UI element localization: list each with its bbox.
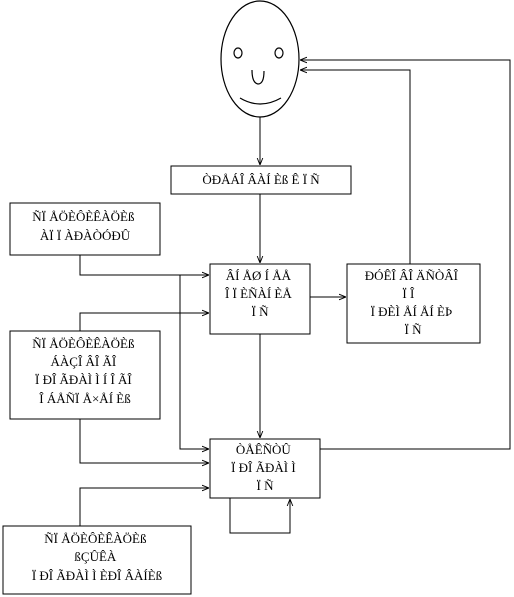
user-guide-box (346, 263, 481, 344)
code-text: ÒÅÊÑÒÛ Ï ÐÎ ÃÐÀÌ Ì Ï Ñ (231, 442, 299, 493)
spec-lang-text: ÑÏ ÅÖÈÔÈÊÀÖÈß ßÇÛÊÀ Ï ÐÎ ÃÐÀÌ Ì ÈÐÎ ÂÀÍÈ… (32, 531, 163, 583)
user-guide-text: ÐÓÊÎ ÂÎ ÄÑÒÂÎ Ï Î Ï ÐÈÌ ÅÍ ÅÍ ÈÞ Ï Ñ (365, 268, 461, 337)
face-outline (220, 0, 300, 118)
arrow-spec-formal-to-code (179, 275, 209, 449)
arrow-spec-algo-to-code (79, 419, 209, 463)
spec-algo-box (9, 330, 161, 420)
arrow-spec-lang-to-code (79, 488, 209, 526)
arrow-spec-algo-to-design (79, 313, 209, 331)
spec-formal-box (9, 202, 161, 256)
left-eye (233, 47, 243, 59)
requirements-text: ÒÐÅÁÎ ÂÀÍ Èß Ê Ï Ñ (202, 172, 320, 187)
spec-algo-text: ÑÏ ÅÖÈÔÈÊÀÖÈß ÁÀÇÎ ÂÎ ÃÎ Ï ÐÎ ÃÐÀÌ Ì Í Î… (32, 336, 137, 406)
mouth (239, 97, 282, 105)
design-text: ÂÍ ÅØ Í ÅÅ Î Ï ÈÑÀÍ ÈÅ Ï Ñ (225, 268, 295, 319)
code-self-loop (229, 498, 290, 534)
nose (251, 69, 265, 85)
spec-lang-box (2, 525, 192, 595)
spec-formal-text: ÑÏ ÅÖÈÔÈÊÀÖÈß ÀÏ Ï ÀÐÀÒÓÐÛ (32, 209, 137, 243)
user-face (220, 0, 300, 118)
requirements-box (170, 165, 352, 195)
right-eye (274, 47, 284, 59)
arrow-guide-to-face (300, 70, 411, 264)
arrow-spec-formal-to-design (79, 255, 209, 275)
code-box (209, 438, 321, 499)
arrow-code-to-face (300, 60, 511, 450)
